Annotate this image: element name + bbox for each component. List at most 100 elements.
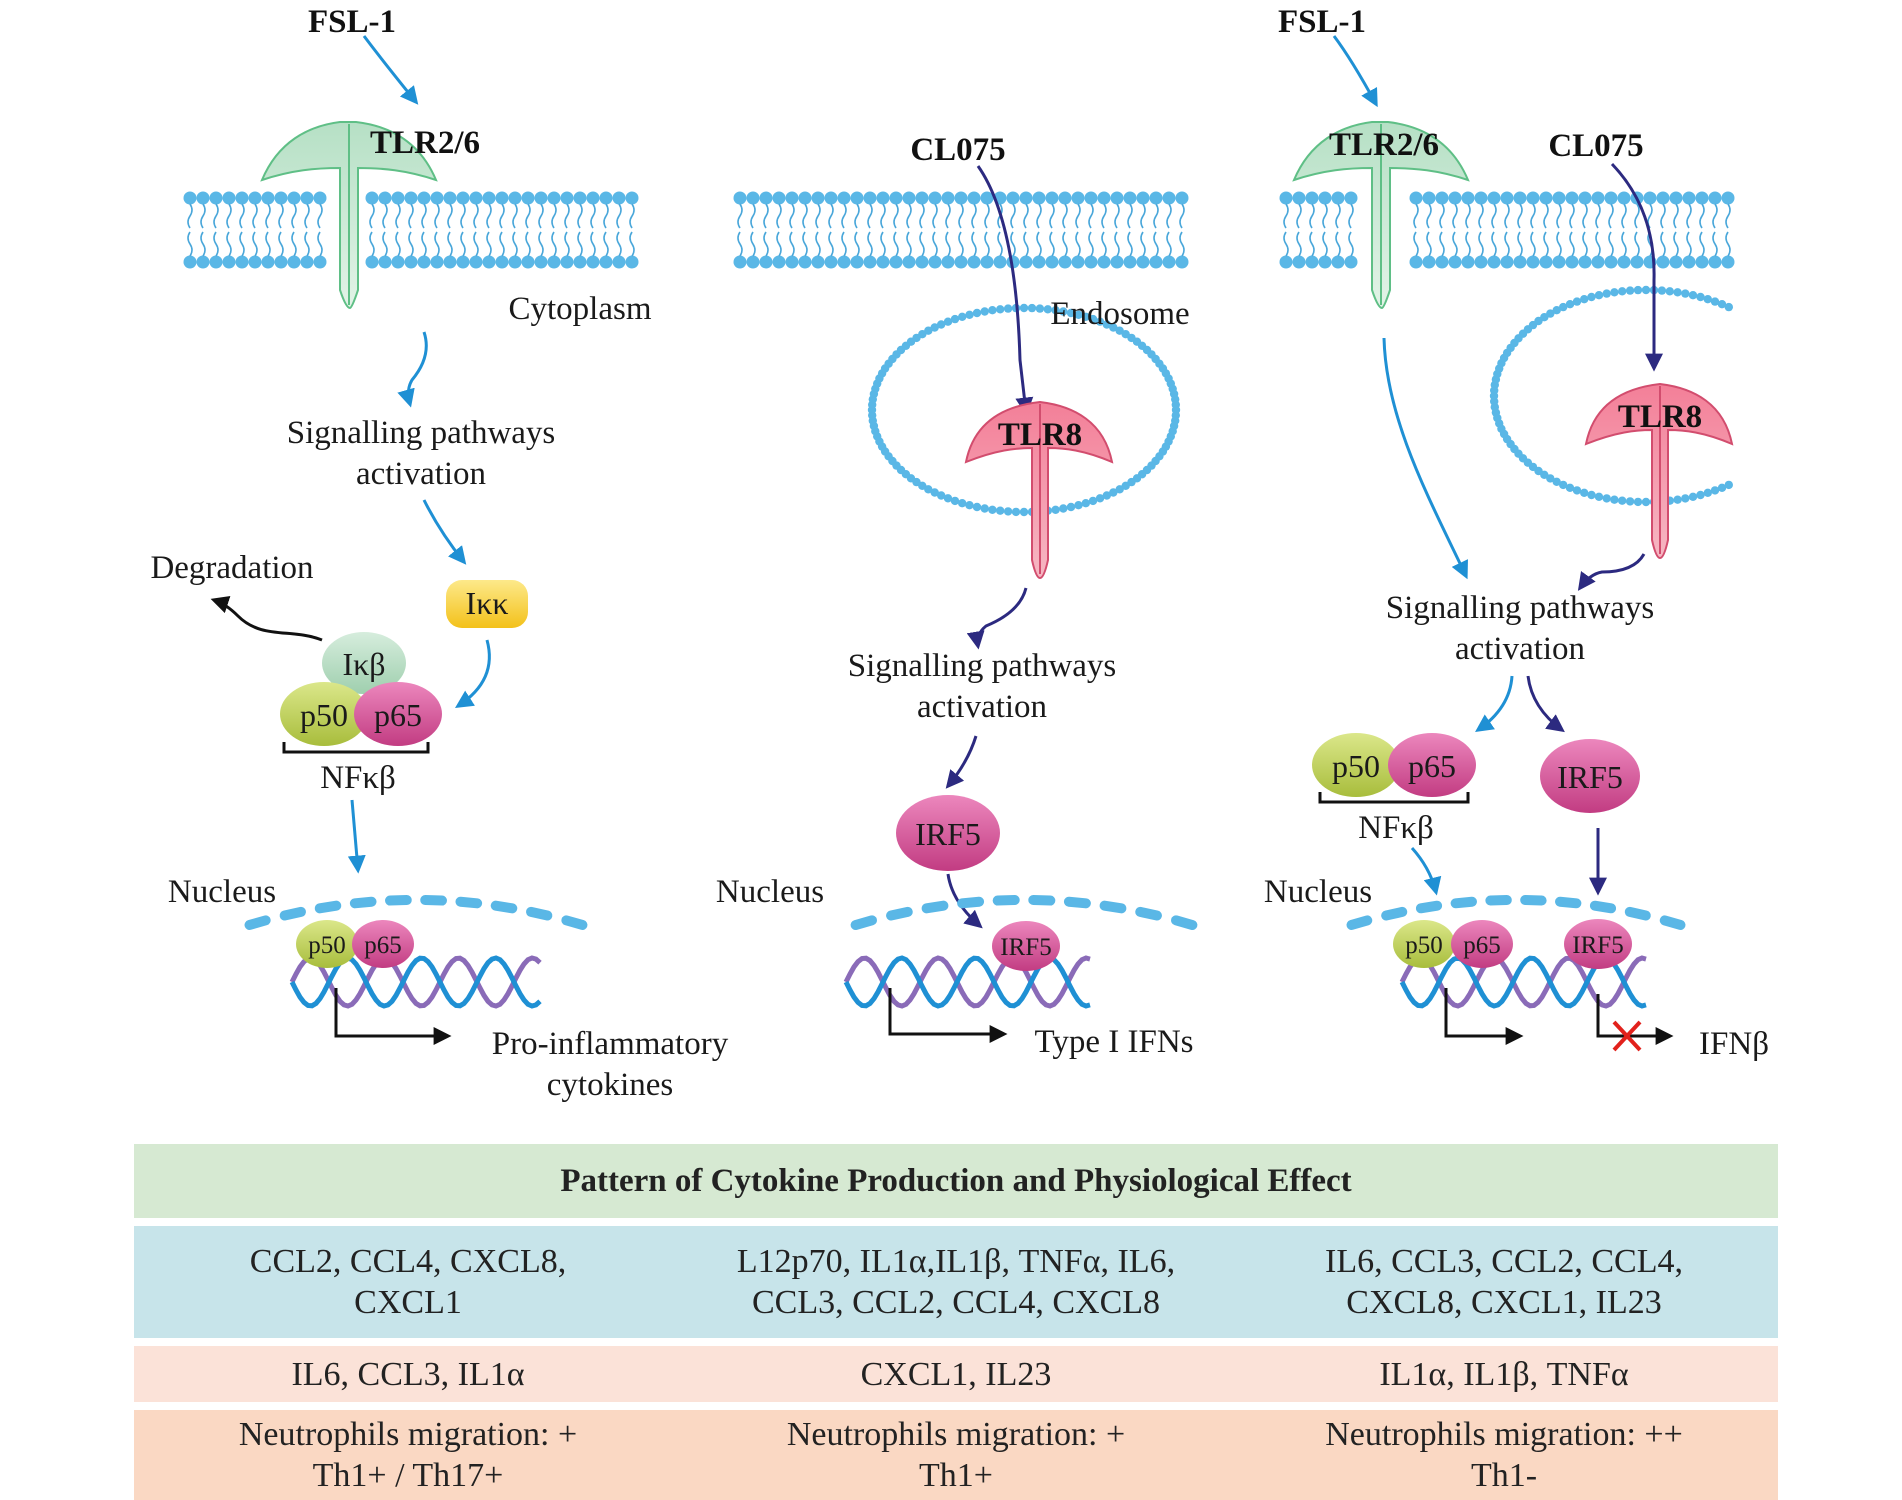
p65-molecule: p65 — [354, 682, 442, 746]
nucleus-label-right: Nucleus — [1264, 874, 1372, 910]
nucleus-label: Nucleus — [168, 874, 276, 910]
panel-left: FSL-1 TLR2/6 Cytoplasm Signalling pathwa… — [150, 4, 728, 1103]
nuclear-p65-right: p65 — [1451, 920, 1513, 968]
arrow-nfkb-to-nucleus-right — [1410, 846, 1442, 896]
endosome-middle — [867, 303, 1181, 517]
panel-right: FSL-1 TLR2/6 CL075 TLR8 Signalling pathw… — [1264, 4, 1769, 1062]
irf5-label-middle: IRF5 — [915, 816, 981, 852]
signalling-label-line1: Signalling pathways — [287, 415, 556, 451]
ligand-arrow-middle — [976, 165, 1034, 416]
output-label-line2: cytokines — [547, 1067, 673, 1103]
transcription-arrow-irf5-right — [1596, 994, 1674, 1045]
output-label-line1: Pro-inflammatory — [492, 1026, 729, 1062]
table-row: CCL2, CCL4, CXCL8, CXCL1 L12p70, IL1α,IL… — [134, 1226, 1778, 1338]
signalling-label-middle-line2: activation — [917, 689, 1047, 725]
tlr26-receptor-right — [1292, 121, 1470, 310]
plasma-membrane-right — [1279, 191, 1735, 269]
dna-left — [289, 955, 542, 1009]
signalling-label-middle-line1: Signalling pathways — [848, 648, 1117, 684]
ikk-label: Iκκ — [466, 585, 509, 621]
nuclear-irf5-label-middle: IRF5 — [1000, 934, 1051, 961]
signalling-diagram: FSL-1 TLR2/6 Cytoplasm Signalling pathwa… — [150, 4, 1769, 1103]
arrow-tlr8-to-signalling — [1577, 553, 1646, 591]
ligand-cl075-label: CL075 — [910, 132, 1005, 168]
arrow-to-ikk — [422, 499, 467, 565]
tlr8-receptor-middle — [964, 400, 1114, 580]
receptor-tlr26-label: TLR2/6 — [370, 125, 480, 161]
ligand-arrow-right-b — [1610, 162, 1663, 372]
p65-molecule-right: p65 — [1388, 733, 1476, 797]
arrow-to-irf5-middle — [945, 735, 978, 789]
table-cell: IL1α, IL1β, TNFα — [1379, 1355, 1629, 1393]
block-x-icon — [1612, 1020, 1642, 1052]
table-cell: IL6, CCL3, IL1α — [291, 1355, 525, 1393]
nfkb-label: NFκβ — [320, 760, 396, 796]
nuclear-membrane-right — [1346, 895, 1686, 930]
irf5-molecule-right: IRF5 — [1540, 739, 1640, 813]
arrow-to-signalling — [397, 331, 428, 408]
nuclear-p50-label: p50 — [308, 932, 346, 959]
output-label-right: IFNβ — [1699, 1026, 1769, 1062]
ligand-fsl1-label-right: FSL-1 — [1278, 4, 1366, 40]
degradation-label: Degradation — [150, 550, 313, 586]
table-row: IL6, CCL3, IL1α CXCL1, IL23 IL1α, IL1β, … — [134, 1346, 1778, 1402]
irf5-molecule-middle: IRF5 — [896, 795, 1000, 871]
table-cell: Neutrophils migration: ++ Th1- — [1325, 1416, 1683, 1494]
tlr8-receptor-right — [1584, 382, 1734, 560]
arrow-ikk-to-complex — [454, 639, 491, 708]
endosome-label: Endosome — [1050, 296, 1189, 332]
arrow-to-nucleus — [347, 799, 366, 874]
nfkb-bracket-right — [1318, 792, 1470, 804]
arrow-to-degradation — [210, 596, 323, 642]
plasma-membrane-middle — [733, 191, 1189, 269]
nuclear-p65-label-right: p65 — [1463, 932, 1501, 959]
nuclear-irf5-label-right: IRF5 — [1572, 932, 1623, 959]
table-header: Pattern of Cytokine Production and Physi… — [134, 1144, 1778, 1218]
arrow-tlr26-to-signalling — [1382, 337, 1468, 580]
signalling-label-line2: activation — [356, 456, 486, 492]
nucleus-label-middle: Nucleus — [716, 874, 824, 910]
arrow-to-signalling-middle — [966, 587, 1028, 650]
signalling-label-right-line1: Signalling pathways — [1386, 590, 1655, 626]
p50-label: p50 — [300, 697, 348, 733]
table-row: Neutrophils migration: + Th1+ / Th17+ Ne… — [134, 1410, 1778, 1500]
p65-label-right: p65 — [1408, 748, 1456, 784]
receptor-tlr26-label-right: TLR2/6 — [1329, 127, 1439, 163]
ligand-fsl1-label: FSL-1 — [308, 4, 396, 40]
arrow-to-nfkb-right — [1475, 675, 1514, 733]
nfkb-bracket — [282, 742, 430, 754]
ikb-label: Iκβ — [342, 646, 385, 682]
nuclear-irf5-middle: IRF5 — [992, 921, 1060, 971]
p50-label-right: p50 — [1332, 748, 1380, 784]
nuclear-p65: p65 — [352, 920, 414, 968]
ligand-cl075-label-right: CL075 — [1548, 128, 1643, 164]
arrow-to-irf5-right — [1526, 675, 1565, 733]
table-cell: IL6, CCL3, CCL2, CCL4, CXCL8, CXCL1, IL2… — [1325, 1243, 1683, 1321]
p50-molecule: p50 — [280, 682, 368, 746]
plasma-membrane-left — [183, 191, 639, 269]
nuclear-p50: p50 — [296, 920, 358, 968]
transcription-arrow-nfkb-right — [1444, 988, 1524, 1045]
p50-molecule-right: p50 — [1312, 733, 1400, 797]
receptor-tlr8-label: TLR8 — [998, 417, 1082, 453]
signalling-label-right-line2: activation — [1455, 631, 1585, 667]
table-cell: CXCL1, IL23 — [860, 1355, 1052, 1393]
tlr26-receptor-left — [260, 121, 438, 310]
ikk-molecule: Iκκ — [446, 580, 528, 628]
ikb-molecule: Iκβ — [322, 632, 406, 694]
ligand-arrow — [362, 35, 419, 105]
nfkb-label-right: NFκβ — [1358, 810, 1434, 846]
table-cell: Neutrophils migration: + Th1+ — [786, 1416, 1126, 1494]
p65-label: p65 — [374, 697, 422, 733]
ligand-arrow-right-a — [1332, 35, 1378, 108]
receptor-tlr8-label-right: TLR8 — [1618, 399, 1702, 435]
table-cell: CCL2, CCL4, CXCL8, CXCL1 — [249, 1243, 567, 1321]
nuclear-membrane-left — [244, 895, 588, 930]
nuclear-membrane-middle — [850, 895, 1198, 931]
nuclear-irf5-right: IRF5 — [1564, 919, 1632, 969]
cytokine-pattern-table: Pattern of Cytokine Production and Physi… — [134, 1144, 1778, 1500]
table-cell: L12p70, IL1α,IL1β, TNFα, IL6, CCL3, CCL2… — [736, 1243, 1176, 1321]
nuclear-p50-label-right: p50 — [1405, 932, 1443, 959]
irf5-label-right: IRF5 — [1557, 759, 1623, 795]
